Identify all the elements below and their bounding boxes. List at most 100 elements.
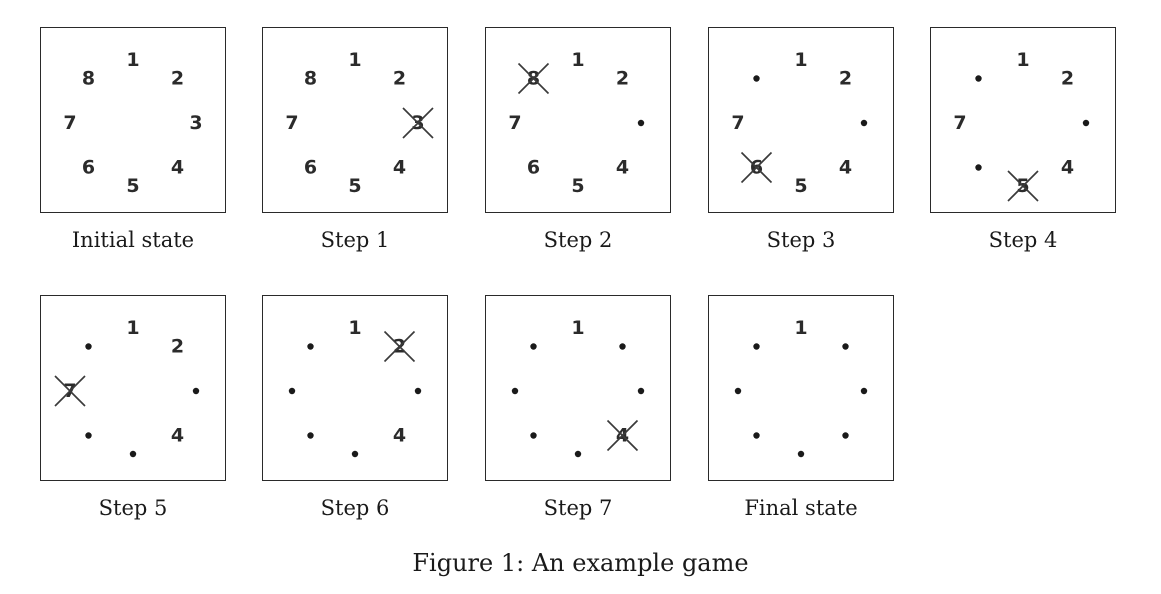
position-number: 2: [171, 336, 184, 358]
circle-diagram: 124: [288, 317, 422, 458]
position-number: 2: [1061, 68, 1074, 90]
position-number: 2: [839, 68, 852, 90]
position-number: 4: [171, 425, 184, 447]
position-number: 2: [393, 68, 406, 90]
position-number: 1: [348, 317, 361, 339]
position-number: 8: [82, 68, 95, 90]
position-number: 5: [794, 175, 807, 197]
eliminated-dot: [637, 119, 645, 127]
position-number: 6: [527, 157, 540, 179]
eliminated-dot: [753, 75, 760, 82]
eliminated-dot: [85, 432, 92, 439]
eliminated-dot: [637, 387, 645, 395]
eliminated-dot: [192, 387, 200, 395]
position-number: 2: [616, 68, 629, 90]
step-caption: Step 2: [543, 228, 613, 252]
cross-mark: [517, 62, 550, 95]
eliminated-dot: [414, 387, 422, 395]
step-caption: Step 7: [543, 496, 613, 520]
eliminated-dot: [753, 343, 760, 350]
position-number: 4: [171, 157, 184, 179]
cross-mark: [383, 330, 416, 363]
position-number: 2: [171, 68, 184, 90]
position-number: 5: [126, 175, 139, 197]
position-number: 1: [126, 49, 139, 71]
eliminated-dot: [753, 432, 760, 439]
eliminated-dot: [129, 450, 137, 458]
position-number: 4: [616, 157, 629, 179]
step-panel: 124: [262, 295, 448, 481]
step-caption: Step 6: [320, 496, 390, 520]
cross-mark: [1007, 170, 1039, 202]
position-number: 5: [571, 175, 584, 197]
position-number: 7: [731, 112, 744, 134]
step-caption: Step 5: [98, 496, 168, 520]
cross-mark: [740, 151, 773, 184]
step-caption: Step 3: [766, 228, 836, 252]
position-number: 1: [794, 317, 807, 339]
eliminated-dot: [860, 387, 868, 395]
position-number: 7: [63, 112, 76, 134]
step-caption: Step 4: [988, 228, 1058, 252]
eliminated-dot: [511, 387, 519, 395]
cross-mark: [54, 375, 86, 407]
eliminated-dot: [1082, 119, 1090, 127]
position-number: 4: [393, 425, 406, 447]
eliminated-dot: [307, 343, 314, 350]
position-number: 4: [393, 157, 406, 179]
position-number: 4: [839, 157, 852, 179]
eliminated-dot: [530, 432, 537, 439]
eliminated-dot: [530, 343, 537, 350]
eliminated-dot: [842, 432, 849, 439]
eliminated-dot: [842, 343, 849, 350]
cross-mark: [606, 419, 639, 452]
position-number: 1: [571, 49, 584, 71]
eliminated-dot: [797, 450, 805, 458]
position-number: 3: [189, 112, 202, 134]
step-panel: 14: [485, 295, 671, 481]
eliminated-dot: [307, 432, 314, 439]
step-panel: 1: [708, 295, 894, 481]
position-number: 1: [348, 49, 361, 71]
position-number: 1: [794, 49, 807, 71]
position-number: 4: [1061, 157, 1074, 179]
position-number: 7: [953, 112, 966, 134]
position-number: 7: [285, 112, 298, 134]
position-number: 8: [304, 68, 317, 90]
step-caption: Step 1: [320, 228, 390, 252]
eliminated-dot: [975, 164, 982, 171]
position-number: 1: [1016, 49, 1029, 71]
step-caption: Initial state: [71, 228, 195, 252]
position-number: 1: [126, 317, 139, 339]
eliminated-dot: [85, 343, 92, 350]
figure-caption: Figure 1: An example game: [412, 549, 749, 577]
eliminated-dot: [860, 119, 868, 127]
eliminated-dot: [288, 387, 296, 395]
position-number: 7: [508, 112, 521, 134]
eliminated-dot: [975, 75, 982, 82]
eliminated-dot: [619, 343, 626, 350]
circle-diagram: 1: [734, 317, 868, 458]
circle-diagram: 14: [511, 317, 645, 458]
position-number: 6: [304, 157, 317, 179]
eliminated-dot: [351, 450, 359, 458]
position-number: 1: [571, 317, 584, 339]
step-caption: Final state: [744, 496, 858, 520]
cross-mark: [402, 107, 434, 139]
eliminated-dot: [574, 450, 582, 458]
position-number: 5: [348, 175, 361, 197]
position-number: 6: [82, 157, 95, 179]
eliminated-dot: [734, 387, 742, 395]
